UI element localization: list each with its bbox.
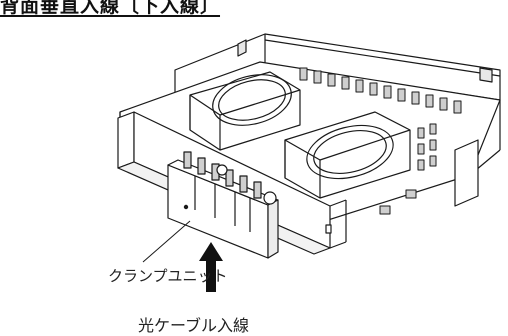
left-splice-tray <box>189 71 301 151</box>
callout-leader-line <box>142 220 191 263</box>
clamp-unit-label: クランプユニット <box>108 267 228 285</box>
diagram-title: 背面垂直入線〔下入線〕 <box>0 0 221 17</box>
clamp-unit <box>167 151 279 259</box>
rear-connector-row <box>299 67 462 114</box>
cable-entry-label: 光ケーブル入線 <box>138 316 250 335</box>
side-connector-column <box>379 123 437 215</box>
right-splice-tray <box>284 111 411 199</box>
cable-entry-arrow-icon <box>199 242 223 292</box>
